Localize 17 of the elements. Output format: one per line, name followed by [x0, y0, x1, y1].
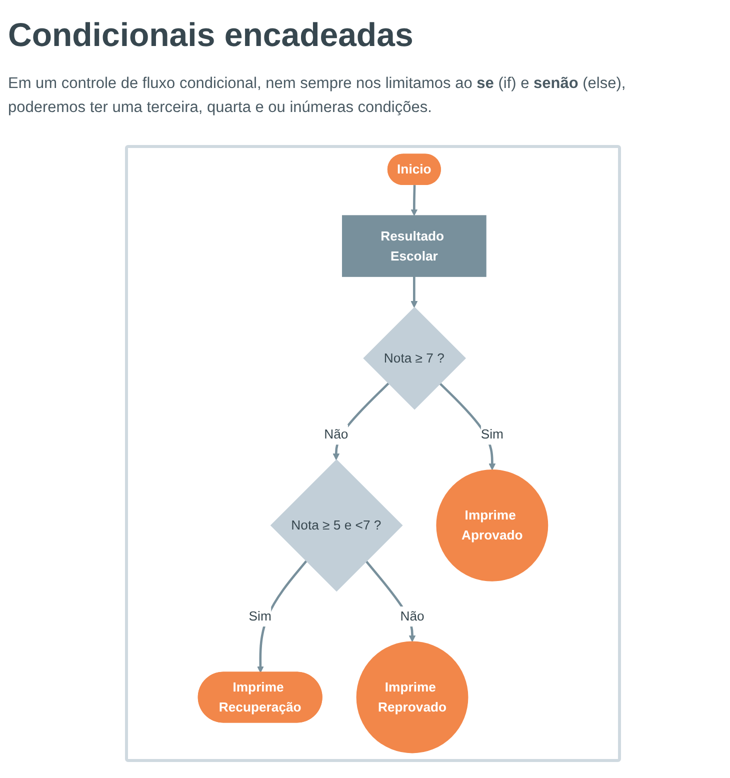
intro-paragraph: Em um controle de fluxo condicional, nem sempre nos limitamos ao se (if) e senão (else), poderemos ter uma terceira, quarta e ou inúmeras condições.: [8, 74, 627, 118]
output-circle: Imprime Aprovado: [436, 469, 548, 582]
edge-label: Não: [400, 606, 424, 626]
terminal-pill: Imprime Recuperação: [198, 672, 322, 723]
decision-diamond: Nota ≥ 7 ?: [363, 306, 466, 410]
page-title: Condicionais encadeadas: [8, 15, 414, 55]
arrow: [257, 560, 308, 673]
decision-diamond: Nota ≥ 5 e <7 ?: [270, 459, 403, 592]
terminal-pill: Inicio: [387, 154, 441, 186]
process-box: Resultado Escolar: [342, 215, 486, 277]
arrow: [410, 185, 418, 216]
edge-label: Sim: [248, 606, 272, 626]
arrow: [410, 276, 418, 308]
arrow: [439, 382, 496, 470]
output-circle: Imprime Reprovado: [356, 641, 468, 754]
edge-label: Sim: [480, 424, 504, 444]
edge-label: Não: [324, 424, 348, 444]
